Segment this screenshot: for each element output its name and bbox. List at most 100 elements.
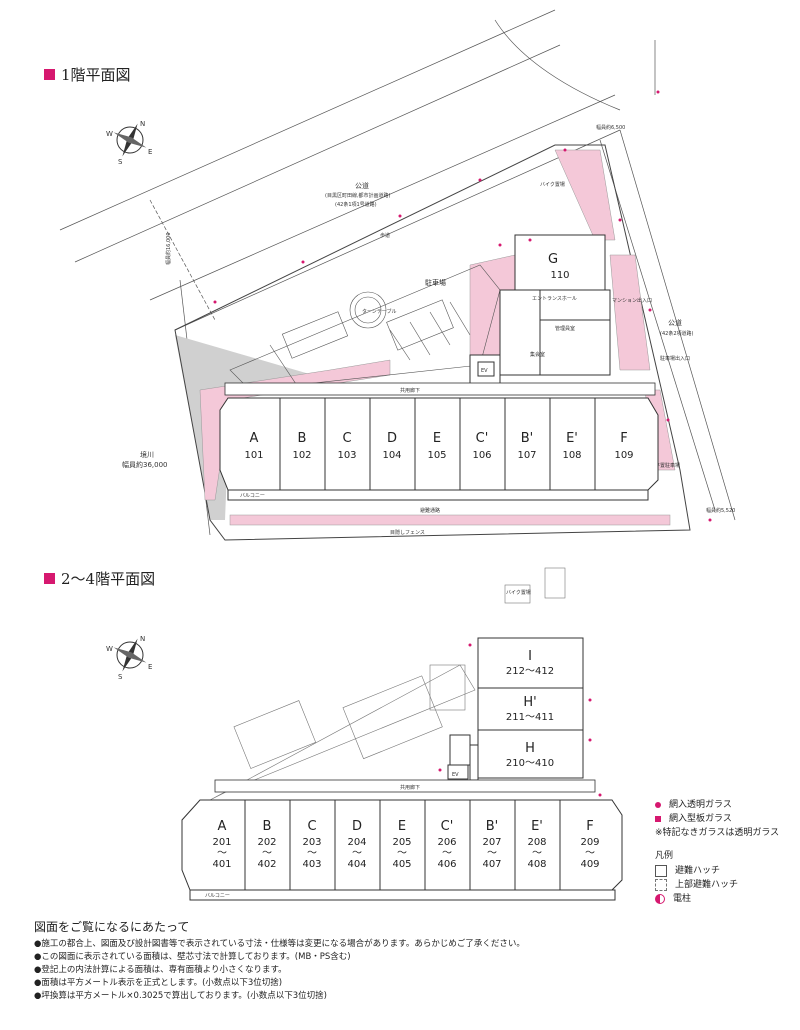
width-left-label: 幅員約16,000 — [165, 233, 172, 266]
unit-c2-letter: C' — [476, 431, 489, 446]
stairs — [449, 734, 471, 766]
notes-title: 図面をご覧になるにあたって — [34, 920, 190, 934]
unit-e-number: 105 — [427, 450, 446, 461]
unit-e-num1-2f: 205 — [392, 837, 411, 848]
balcony-label-2f: バルコニー — [205, 893, 230, 899]
unit-c-num2-2f: 403 — [302, 859, 321, 870]
parking-entry-label: 駐車場出入口 — [660, 355, 690, 362]
unit-b2-letter: B' — [521, 431, 534, 446]
svg-text:W: W — [106, 645, 113, 653]
svg-text:E: E — [148, 148, 152, 156]
corridor-label-2f: 共用廊下 — [400, 784, 420, 791]
unit-a-num2-2f: 401 — [212, 859, 231, 870]
unit-h2-number: 211〜411 — [506, 712, 554, 723]
unit-e-letter: E — [433, 431, 441, 446]
lower-structures-outline — [209, 567, 566, 801]
unit-e2-letter-2f: E' — [531, 819, 543, 834]
public-road-right-label: 公道 — [668, 318, 682, 327]
legend: 網入透明ガラス 網入型板ガラス ※特記なきガラスは透明ガラス 凡例 避難ハッチ … — [655, 798, 779, 906]
unit-e2-num2-2f: 408 — [527, 859, 546, 870]
unit-row-2f — [181, 799, 623, 901]
evac-label-1f: 避難通路 — [420, 507, 440, 514]
legend-pole: 電柱 — [655, 892, 779, 906]
road-public-label: 公道 — [355, 181, 369, 190]
unit-e2-num1-2f: 208 — [527, 837, 546, 848]
svg-text:W: W — [106, 130, 113, 138]
unit-e2-number: 108 — [562, 450, 581, 461]
svg-text:E: E — [148, 663, 152, 671]
unit-c-letter-2f: C — [307, 819, 316, 834]
meeting-label: 集会室 — [530, 351, 545, 358]
unit-b-num1-2f: 202 — [257, 837, 276, 848]
unit-c2-number: 106 — [472, 450, 491, 461]
unit-d-letter-2f: D — [352, 819, 362, 834]
unit-c2-num1-2f: 206 — [437, 837, 456, 848]
title-marker-icon — [44, 573, 55, 584]
svg-text:〜: 〜 — [307, 848, 317, 859]
parking-label: 駐車場 — [425, 278, 446, 287]
balcony-label-1f: バルコニー — [240, 493, 265, 499]
unit-b2-num2-2f: 407 — [482, 859, 501, 870]
unit-b2-num1-2f: 207 — [482, 837, 501, 848]
unit-h-letter: H — [525, 741, 535, 756]
svg-text:〜: 〜 — [532, 848, 542, 859]
unit-b-number: 102 — [292, 450, 311, 461]
svg-text:〜: 〜 — [397, 848, 407, 859]
river-label: 境川 — [140, 450, 154, 459]
road-public-sub2: (42条1項1号道路) — [335, 201, 377, 208]
unit-a-number: 101 — [244, 450, 263, 461]
unit-d-num1-2f: 204 — [347, 837, 366, 848]
unit-c-letter: C — [342, 431, 351, 446]
elevator — [477, 361, 495, 377]
unit-row-1f — [219, 397, 659, 501]
tower-units — [447, 637, 584, 781]
utility-pole-icon — [655, 894, 665, 904]
bike-label-2f: バイク置場 — [506, 589, 531, 596]
unit-b-num2-2f: 402 — [257, 859, 276, 870]
floor2-title: 2〜4階平面図 — [44, 568, 155, 589]
unit-h2-letter: H' — [523, 695, 536, 710]
unit-f-number: 109 — [614, 450, 633, 461]
unit-f-letter-2f: F — [586, 819, 593, 834]
svg-text:N: N — [140, 635, 145, 643]
unit-b2-letter-2f: B' — [486, 819, 499, 834]
note-item: ●坪換算は平方メートル×0.3025で算出しております。(小数点以下3位切捨) — [34, 991, 327, 1001]
flat-parking-label: 平置駐車場 — [655, 462, 680, 469]
ev-label: EV — [481, 368, 488, 374]
title-marker-icon — [44, 69, 55, 80]
legend-glass1: 網入透明ガラス — [655, 798, 779, 812]
unit-a-letter: A — [250, 431, 259, 446]
corridor-1f — [224, 382, 656, 396]
unit-b-letter: B — [298, 431, 307, 446]
mansion-entry-label: マンション出入口 — [612, 297, 652, 304]
glass-markers-1f — [213, 90, 712, 522]
sidewalk-label: 歩道 — [380, 232, 390, 239]
evac-hatch-icon — [655, 865, 667, 877]
mgmt-label: 管理員室 — [555, 325, 575, 332]
unit-a-letter-2f: A — [218, 819, 227, 834]
floor1-title: 1階平面図 — [44, 64, 131, 85]
unit-labels-1f: A 101 B 102 C 103 D 104 E 105 C' 106 B' … — [244, 431, 633, 461]
unit-i-letter: I — [528, 649, 532, 664]
site-outline — [174, 144, 691, 541]
legend-hatch: 避難ハッチ — [655, 864, 779, 878]
legend-glass2: 網入型板ガラス — [655, 812, 779, 826]
core-building — [469, 234, 611, 386]
unit-c2-num2-2f: 406 — [437, 859, 456, 870]
unit-c-num1-2f: 203 — [302, 837, 321, 848]
unit-a-num1-2f: 201 — [212, 837, 231, 848]
unit-c2-letter-2f: C' — [441, 819, 454, 834]
road-public-sub: (目黒区町田線,都市計画道路) — [325, 192, 391, 199]
unit-e2-letter: E' — [566, 431, 578, 446]
svg-text:S: S — [118, 673, 123, 681]
fence-label-1f: 目隠しフェンス — [390, 529, 425, 536]
svg-text:N: N — [140, 120, 145, 128]
notes: 図面をご覧になるにあたって ●施工の都合上、図面及び設計図書等で表示されている寸… — [34, 920, 774, 1003]
unit-g-number: 110 — [550, 270, 569, 281]
turntable — [349, 291, 387, 329]
note-item: ●この図面に表示されている面積は、壁芯寸法で計算しております。(MB・PS含む) — [34, 952, 351, 962]
compass-icon: N W S E — [106, 120, 152, 166]
unit-b2-number: 107 — [517, 450, 536, 461]
public-road-right-sub: (42条2項道路) — [660, 330, 693, 337]
river-width-label: 幅員約36,000 — [122, 460, 168, 469]
